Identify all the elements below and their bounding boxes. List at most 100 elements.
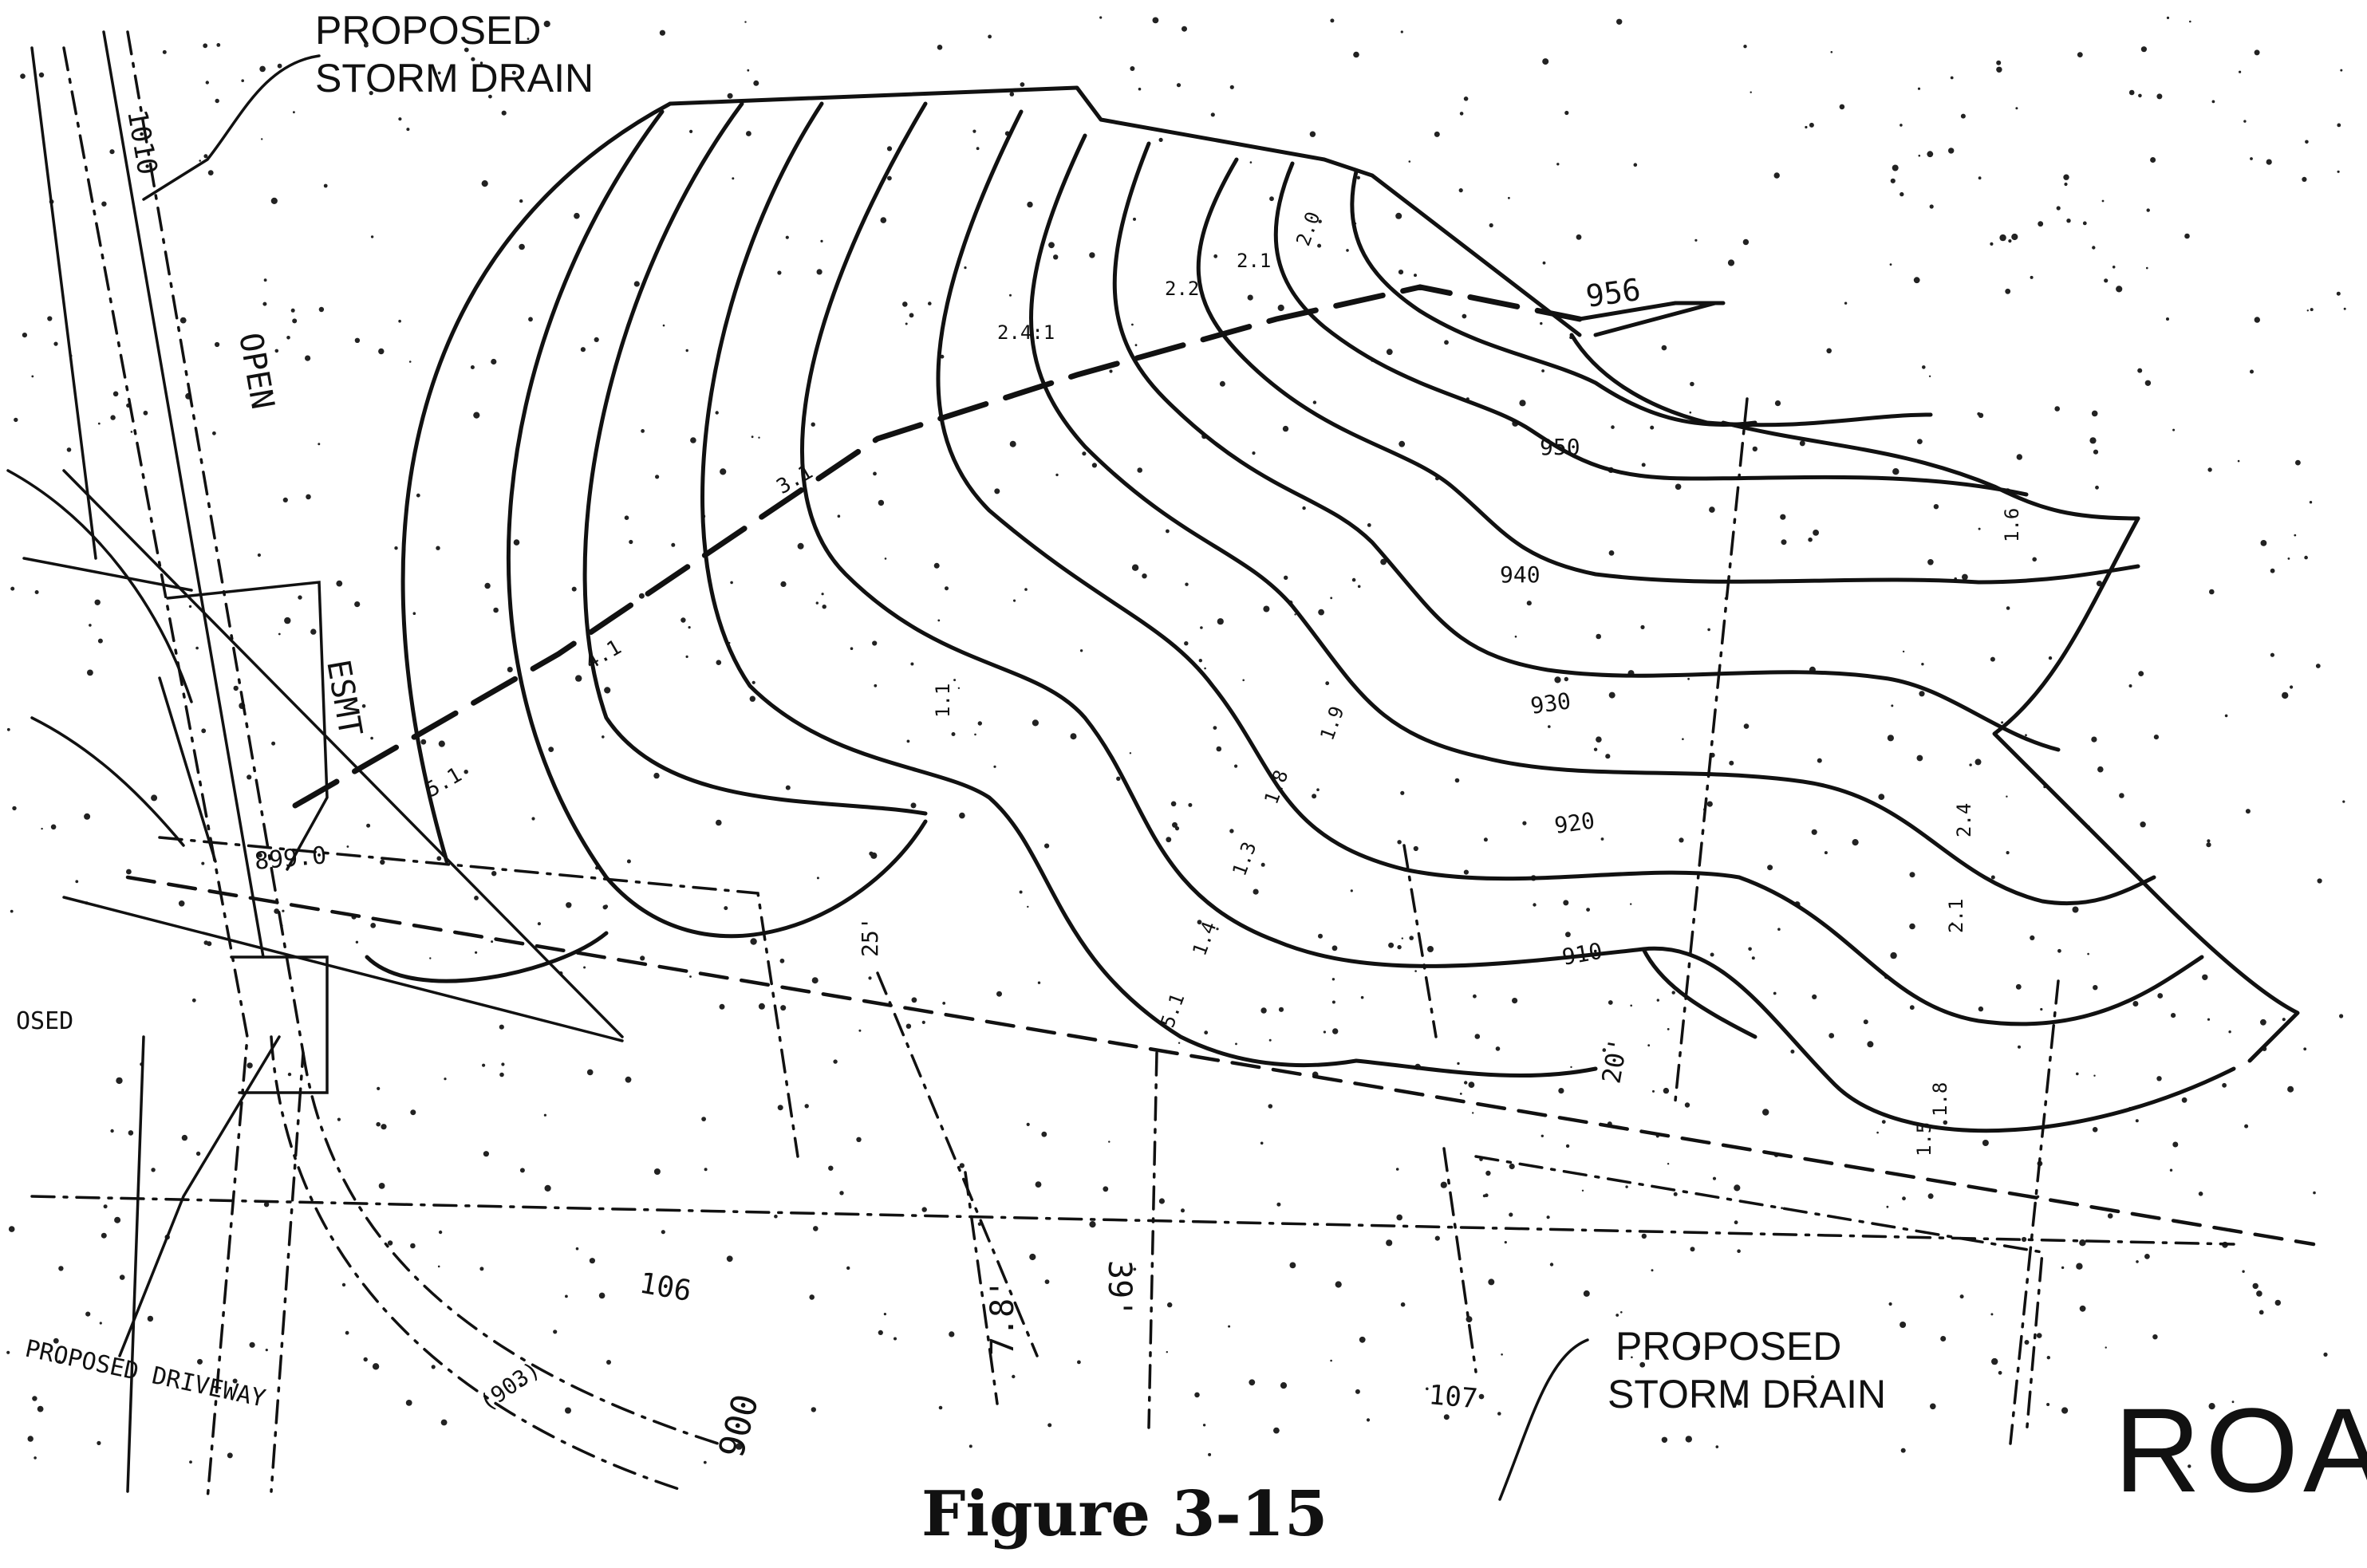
scan-speck	[1302, 506, 1306, 510]
scan-speck	[1917, 439, 1923, 444]
scan-speck	[2079, 1239, 2086, 1247]
slope-label: 1.9	[1316, 703, 1348, 743]
scan-speck	[1641, 463, 1646, 467]
scan-speck	[1710, 952, 1714, 957]
scan-speck	[215, 341, 220, 348]
scan-speck	[2150, 157, 2156, 163]
scan-speck	[1443, 1414, 1450, 1420]
scan-speck	[1565, 1144, 1570, 1148]
scan-speck	[1009, 294, 1012, 297]
scan-speck	[2207, 839, 2211, 843]
scan-speck	[752, 680, 755, 684]
scan-speck	[938, 1405, 943, 1410]
scan-speck	[479, 1267, 484, 1271]
scan-speck	[1811, 1375, 1815, 1379]
scan-speck	[1497, 1412, 1501, 1416]
slope-label: 2.4	[1953, 803, 1975, 837]
scan-speck	[602, 735, 605, 739]
scan-speck	[1170, 801, 1177, 807]
scan-speck	[780, 1005, 787, 1011]
scan-speck	[2144, 1254, 2150, 1259]
scan-speck	[1035, 1181, 1042, 1188]
scan-speck	[1663, 1087, 1670, 1094]
scan-speck	[2146, 208, 2150, 212]
scan-speck	[53, 341, 58, 346]
scan-speck	[491, 940, 494, 944]
scan-speck	[116, 1077, 123, 1085]
scan-speck	[1172, 821, 1178, 828]
scan-speck	[1762, 1109, 1769, 1116]
scan-speck	[126, 869, 132, 875]
scan-speck	[571, 586, 577, 592]
scan-speck	[370, 235, 374, 238]
scan-speck	[2046, 1356, 2050, 1360]
scan-speck	[1630, 1004, 1632, 1007]
scan-speck	[1048, 242, 1055, 249]
scan-speck	[1229, 85, 1234, 89]
scan-speck	[203, 43, 208, 49]
scan-speck	[1852, 839, 1859, 846]
scan-speck	[1317, 243, 1322, 248]
scan-speck	[2242, 1270, 2245, 1273]
scan-speck	[821, 593, 824, 596]
scan-speck	[1808, 537, 1813, 542]
scan-speck	[1166, 837, 1172, 843]
scan-speck	[1268, 1104, 1273, 1109]
scan-speck	[1682, 738, 1684, 740]
scan-speck	[101, 201, 107, 207]
scan-speck	[1082, 451, 1087, 456]
scan-speck	[1395, 1168, 1399, 1171]
scan-speck	[2169, 1168, 2173, 1172]
scan-speck	[75, 880, 79, 884]
scan-speck	[473, 412, 480, 419]
scan-speck	[685, 655, 688, 659]
scan-speck	[1473, 994, 1477, 999]
scan-speck	[528, 317, 533, 322]
scan-speck	[2304, 555, 2308, 560]
scan-speck	[278, 632, 281, 636]
scan-speck	[703, 1460, 707, 1464]
scan-speck	[580, 347, 586, 353]
scan-speck	[1188, 802, 1193, 807]
scan-speck	[2063, 174, 2069, 180]
scan-speck	[110, 415, 116, 420]
scan-speck	[282, 497, 288, 503]
scan-speck	[2153, 735, 2159, 740]
scan-speck	[624, 515, 629, 520]
scan-speck	[837, 514, 841, 518]
scan-speck	[531, 817, 535, 821]
scan-speck	[813, 1226, 819, 1231]
scan-speck	[2038, 221, 2044, 227]
scan-speck	[293, 111, 295, 114]
scan-speck	[1736, 1399, 1742, 1405]
scan-speck	[1781, 1207, 1784, 1210]
dimension-25-label: 25'	[857, 916, 883, 957]
scan-speck	[2024, 1340, 2030, 1345]
scan-speck	[1512, 998, 1518, 1004]
scan-speck	[1647, 1044, 1651, 1047]
scan-speck	[758, 1003, 765, 1010]
scan-speck	[2156, 1076, 2162, 1081]
scan-speck	[655, 475, 660, 479]
scan-speck	[1909, 923, 1915, 930]
scan-speck	[1563, 900, 1569, 906]
slope-label: 1.5	[1913, 1122, 1935, 1156]
scan-speck	[27, 1436, 34, 1442]
scan-speck	[2254, 317, 2260, 323]
scan-speck	[1892, 468, 1900, 475]
scan-speck	[1799, 440, 1805, 447]
scan-speck	[785, 235, 789, 239]
scan-speck	[1978, 176, 1982, 180]
scan-speck	[1631, 1356, 1633, 1359]
scan-speck	[1652, 1089, 1655, 1093]
scan-speck	[1217, 618, 1224, 625]
scan-speck	[1355, 1389, 1360, 1394]
scan-speck	[1176, 83, 1182, 88]
scan-speck	[1611, 425, 1615, 429]
scan-speck	[97, 422, 101, 425]
scan-speck	[933, 562, 940, 569]
scan-speck	[1330, 1359, 1332, 1362]
scan-speck	[1564, 110, 1569, 116]
scan-speck	[1750, 91, 1752, 93]
scan-speck	[1900, 1448, 1906, 1453]
